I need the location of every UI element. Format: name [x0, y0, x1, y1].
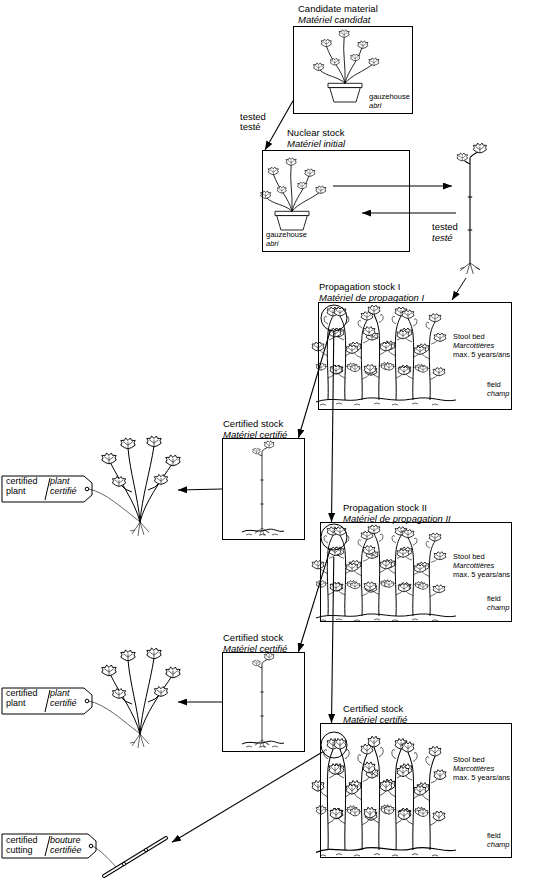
node-text: Stool bed [453, 333, 485, 341]
node-text: Nuclear stock [287, 128, 345, 138]
flow-arrow [452, 278, 466, 300]
stock-box: Certified stockMatériel certifié [222, 438, 305, 540]
node-text: Matériel candidat [298, 15, 370, 25]
certified-plant [102, 648, 180, 748]
arrow-connector [298, 549, 330, 652]
rooted-cutting [457, 143, 486, 274]
node-text: max. 5 years/ans [453, 774, 510, 782]
stock-box: Propagation stock IMatériel de propagati… [318, 302, 512, 410]
node-text: Propagation stock I [319, 282, 400, 292]
tagged-cutting: certified cutting bouture certifiée [2, 826, 172, 880]
edge-label: tested testé [240, 112, 266, 133]
arrow-connector [178, 489, 222, 490]
node-text: field [487, 832, 501, 840]
stool-bed [312, 736, 456, 856]
tagged-plant: certified plant plant certifié [2, 440, 178, 540]
node-text: Matériel certifié [343, 715, 407, 725]
node-text: Certified stock [343, 704, 403, 714]
selection-circle [321, 524, 347, 550]
node-text: Candidate material [298, 4, 378, 14]
stock-box: Propagation stock IIMatériel de propagat… [320, 522, 512, 622]
rooted-cutting [253, 653, 274, 748]
node-text: plant certifié [50, 477, 77, 497]
arrow-connector [332, 331, 334, 522]
label-tag [2, 834, 116, 867]
node-text: Matériel de propagation I [319, 293, 424, 303]
potted-vine [261, 158, 326, 230]
node-text: Stool bed [453, 553, 485, 561]
label-tag [2, 688, 139, 733]
node-text: Matériel certifié [223, 644, 287, 654]
rooted-cutting [253, 441, 274, 536]
node-text: max. 5 years/ans [453, 351, 510, 359]
arrow-connector [172, 752, 323, 843]
arrow-connector [265, 101, 293, 150]
node-text: Matériel de propagation II [343, 514, 451, 524]
label-tag [2, 476, 139, 521]
selection-circle [321, 305, 347, 331]
node-text: Certified stock [223, 419, 283, 429]
node-text: champ [487, 841, 510, 849]
stool-bed [312, 305, 456, 405]
node-text: Marcottières [453, 765, 494, 773]
node-text: champ [487, 390, 510, 398]
node-text: champ [487, 604, 510, 612]
node-text: plant certifié [50, 689, 77, 709]
node-text: gauzehouse [266, 231, 307, 239]
node-text: bouture certifiée [50, 836, 82, 856]
tagged-plant: certified plant plant certifié [2, 652, 178, 752]
node-text: certified cutting [6, 836, 38, 856]
node-text: Stool bed [453, 756, 485, 764]
node-text: Propagation stock II [343, 503, 427, 513]
flow-arrow [362, 213, 456, 214]
node-text: gauzehouse [369, 93, 410, 101]
cane-cutting [104, 838, 166, 876]
node-text: field [487, 381, 501, 389]
node-text: certified plant [6, 477, 38, 497]
stool-bed [312, 525, 456, 621]
node-text: max. 5 years/ans [453, 571, 510, 579]
annotation-label: testé [432, 233, 453, 243]
node-text: abri [369, 102, 382, 110]
node-text: Matériel initial [287, 139, 345, 149]
potted-vine [314, 30, 379, 102]
node-text: field [487, 595, 501, 603]
stock-box: Candidate materialMatériel candidatgauze… [293, 26, 413, 114]
selection-circle [321, 732, 347, 758]
arrow-connector [178, 701, 222, 702]
node-text: abri [266, 240, 279, 248]
node-text: certified plant [6, 689, 38, 709]
soil [242, 741, 284, 747]
flow-arrow [333, 186, 452, 187]
node-text: Marcottières [453, 562, 494, 570]
node-text: Certified stock [223, 633, 283, 643]
node-text: Matériel certifié [223, 430, 287, 440]
stock-box: Certified stockMatériel certifié [222, 652, 305, 752]
stock-box: Nuclear stockMatériel initialgauzehousea… [262, 150, 410, 252]
node-text: Marcottières [453, 342, 494, 350]
arrow-connector [332, 557, 334, 723]
annotation-label: tested [432, 222, 458, 232]
certified-plant [102, 436, 180, 536]
stock-box: Certified stockMatériel certifiéStool be… [320, 723, 512, 858]
soil [242, 529, 284, 535]
arrow-connector [298, 331, 330, 439]
